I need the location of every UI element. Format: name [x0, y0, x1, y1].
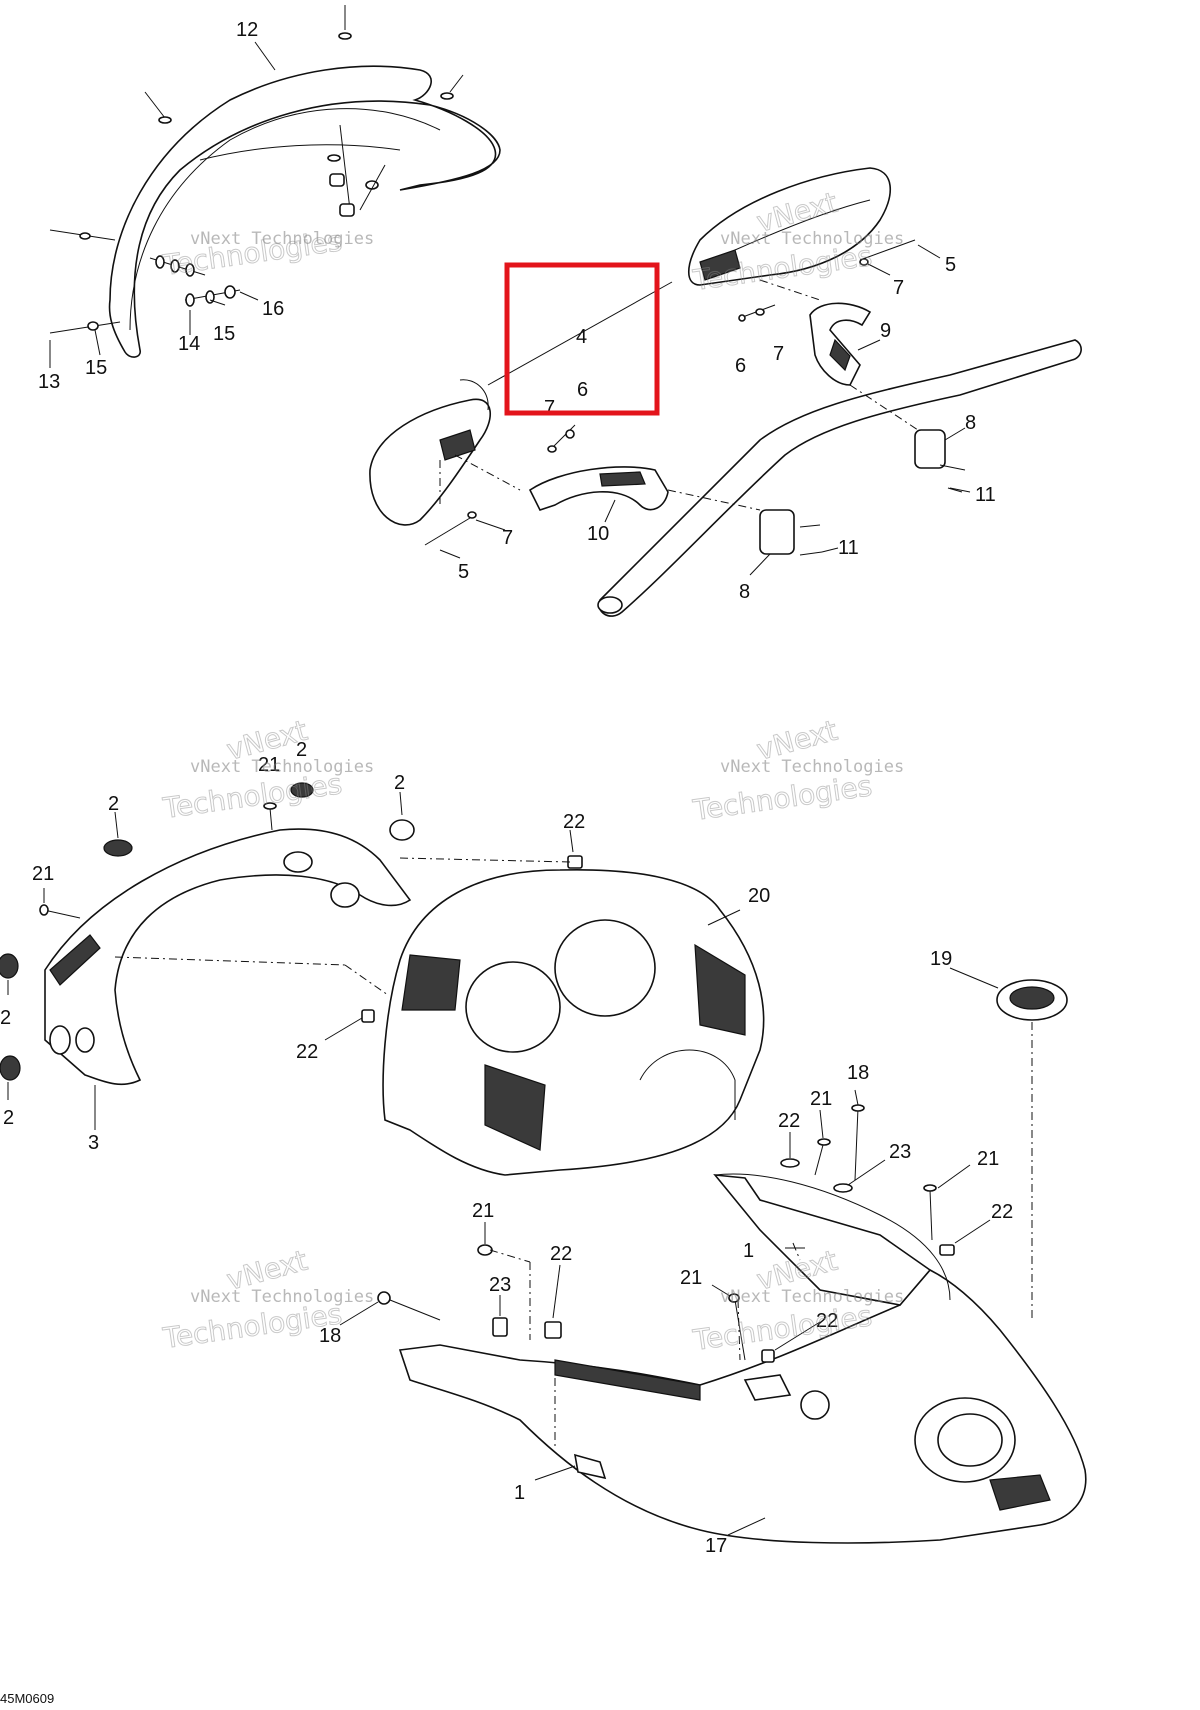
label-2-b: 2 [108, 793, 119, 815]
watermark-outline: Technologies [690, 769, 874, 827]
callout-labels: 12 13 15 14 15 16 4 6 7 5 7 9 6 7 8 11 1… [0, 19, 1013, 1557]
label-6-a: 6 [577, 379, 588, 401]
label-7-b: 7 [893, 277, 904, 299]
label-17: 17 [705, 1535, 727, 1557]
label-3: 3 [88, 1132, 99, 1154]
watermark-text: vNext Technologies [190, 229, 374, 249]
label-21-e: 21 [472, 1200, 494, 1222]
watermark-text: vNext Technologies [190, 757, 374, 777]
label-8-b: 8 [739, 581, 750, 603]
grommets [0, 782, 415, 1081]
watermark-text: vNext Technologies [720, 757, 904, 777]
watermark-text: vNext Technologies [190, 1287, 374, 1307]
label-19: 19 [930, 948, 952, 970]
right-clamp-part [809, 302, 872, 386]
drawing-code: 45M0609 [0, 1691, 54, 1706]
label-5-a: 5 [945, 254, 956, 276]
right-riser-part [914, 429, 946, 469]
left-riser-part [759, 509, 795, 555]
label-8-a: 8 [965, 412, 976, 434]
label-20: 20 [748, 885, 770, 907]
watermark-text: vNext Technologies [720, 229, 904, 249]
label-11-a: 11 [975, 484, 996, 506]
console-bracket-part [44, 828, 412, 1085]
label-22-b: 22 [296, 1041, 318, 1063]
label-2-e: 2 [3, 1107, 14, 1129]
label-12: 12 [236, 19, 258, 41]
label-7-a: 7 [544, 397, 555, 419]
label-21-a: 21 [258, 754, 280, 776]
label-1-a: 1 [743, 1240, 754, 1262]
instrument-housing-part [382, 868, 765, 1176]
label-18-a: 18 [847, 1062, 869, 1084]
label-2-a: 2 [296, 739, 307, 761]
label-10: 10 [587, 523, 609, 545]
top-leader-lines [424, 239, 971, 556]
label-22-e: 22 [550, 1243, 572, 1265]
label-14: 14 [178, 333, 200, 355]
windshield-part [108, 65, 501, 358]
label-15-a: 15 [85, 357, 107, 379]
left-clamp-part [528, 466, 669, 511]
label-21-c: 21 [810, 1088, 832, 1110]
windshield-fasteners [49, 5, 464, 334]
bottom-fasteners [39, 802, 955, 1480]
label-11-b: 11 [838, 537, 859, 559]
label-1-b: 1 [514, 1482, 525, 1504]
lower-cover-part [398, 1173, 1087, 1544]
label-22-f: 22 [816, 1310, 838, 1332]
label-21-d: 21 [977, 1148, 999, 1170]
callout-leaders [7, 41, 999, 1536]
highlight-box [504, 262, 660, 416]
label-4: 4 [576, 326, 587, 348]
label-22-a: 22 [563, 811, 585, 833]
label-7-c: 7 [773, 343, 784, 365]
bottom-guide-lines [114, 857, 1033, 1450]
right-handguard-part [688, 167, 892, 286]
label-2-d: 2 [0, 1007, 11, 1029]
label-23-a: 23 [889, 1141, 911, 1163]
label-13: 13 [38, 371, 60, 393]
label-18-b: 18 [319, 1325, 341, 1347]
watermark-text: vNext Technologies [720, 1287, 904, 1307]
label-23-b: 23 [489, 1274, 511, 1296]
label-22-d: 22 [991, 1201, 1013, 1223]
label-15-b: 15 [213, 323, 235, 345]
label-5-b: 5 [458, 561, 469, 583]
nut-part [996, 979, 1068, 1021]
label-21-b: 21 [32, 863, 54, 885]
label-9: 9 [880, 320, 891, 342]
label-6-b: 6 [735, 355, 746, 377]
left-handguard-part [369, 379, 492, 526]
handlebar-part [597, 339, 1082, 617]
label-7-d: 7 [502, 527, 513, 549]
label-22-c: 22 [778, 1110, 800, 1132]
watermarks: vNext Technologies Technologies vNext Te… [160, 185, 904, 1357]
label-2-c: 2 [394, 772, 405, 794]
label-16: 16 [262, 298, 284, 320]
label-21-f: 21 [680, 1267, 702, 1289]
